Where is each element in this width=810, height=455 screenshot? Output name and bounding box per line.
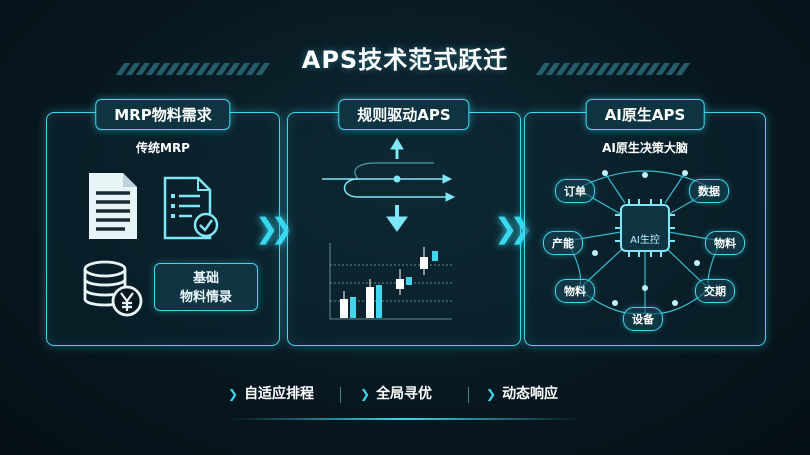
- chevron-arrow-1: ❯❯: [255, 212, 294, 245]
- database-coin-icon: [83, 260, 143, 317]
- panel-mrp-tab: MRP物料需求: [95, 99, 231, 130]
- node-equipment: 设备: [623, 307, 663, 331]
- document-icon: [89, 173, 137, 239]
- node-material-right: 物料: [705, 231, 745, 255]
- basic-material-box: 基础 物料情录: [154, 263, 258, 311]
- panel-ai-aps-tab: AI原生APS: [585, 99, 705, 130]
- node-capacity: 产能: [543, 231, 583, 255]
- divider: [340, 387, 341, 403]
- basic-material-line1: 基础: [192, 271, 219, 286]
- candlestick-chart-icon: [329, 243, 452, 320]
- title-stripes-left: [115, 60, 271, 75]
- chevron-right-icon: ❯: [228, 387, 239, 401]
- page-title: APS技术范式跃迁: [301, 46, 509, 74]
- chevron-right-icon: ❯: [486, 387, 497, 401]
- bottom-features: ❯自适应排程 ❯全局寻优 ❯动态响应: [0, 383, 810, 409]
- divider: [468, 387, 469, 403]
- panel-mrp: MRP物料需求 传统MRP 基础 物料情录: [46, 99, 280, 346]
- panel-ai-aps-subtitle: AI原生决策大脑: [602, 141, 688, 155]
- basic-material-line2: 物料情录: [179, 290, 232, 305]
- panel-rule-aps: 规则驱动APS: [287, 99, 521, 346]
- panel-ai-aps: AI原生APS AI原生决策大脑 AI生控 订单 数据 产能 物料 物料 交: [524, 99, 766, 346]
- node-data: 数据: [689, 179, 729, 203]
- title-stripes-right: [535, 60, 691, 75]
- node-order: 订单: [555, 179, 595, 203]
- feature-dynamic: ❯动态响应: [486, 386, 559, 402]
- chevron-right-icon: ❯: [360, 387, 371, 401]
- panel-mrp-subtitle: 传统MRP: [136, 141, 190, 155]
- panel-rule-aps-tab: 规则驱动APS: [338, 99, 470, 130]
- rule-flow-icon: [322, 138, 456, 232]
- bottom-glow-line: [230, 418, 580, 420]
- checklist-icon: [163, 176, 219, 240]
- chevron-arrow-2: ❯❯: [494, 212, 533, 245]
- ai-network-lines: [566, 170, 722, 315]
- feature-global-opt: ❯全局寻优: [360, 386, 433, 402]
- feature-adaptive: ❯自适应排程: [228, 386, 315, 402]
- ai-chip-label: AI生控: [630, 235, 660, 246]
- node-material-left: 物料: [555, 279, 595, 303]
- node-delivery: 交期: [695, 279, 735, 303]
